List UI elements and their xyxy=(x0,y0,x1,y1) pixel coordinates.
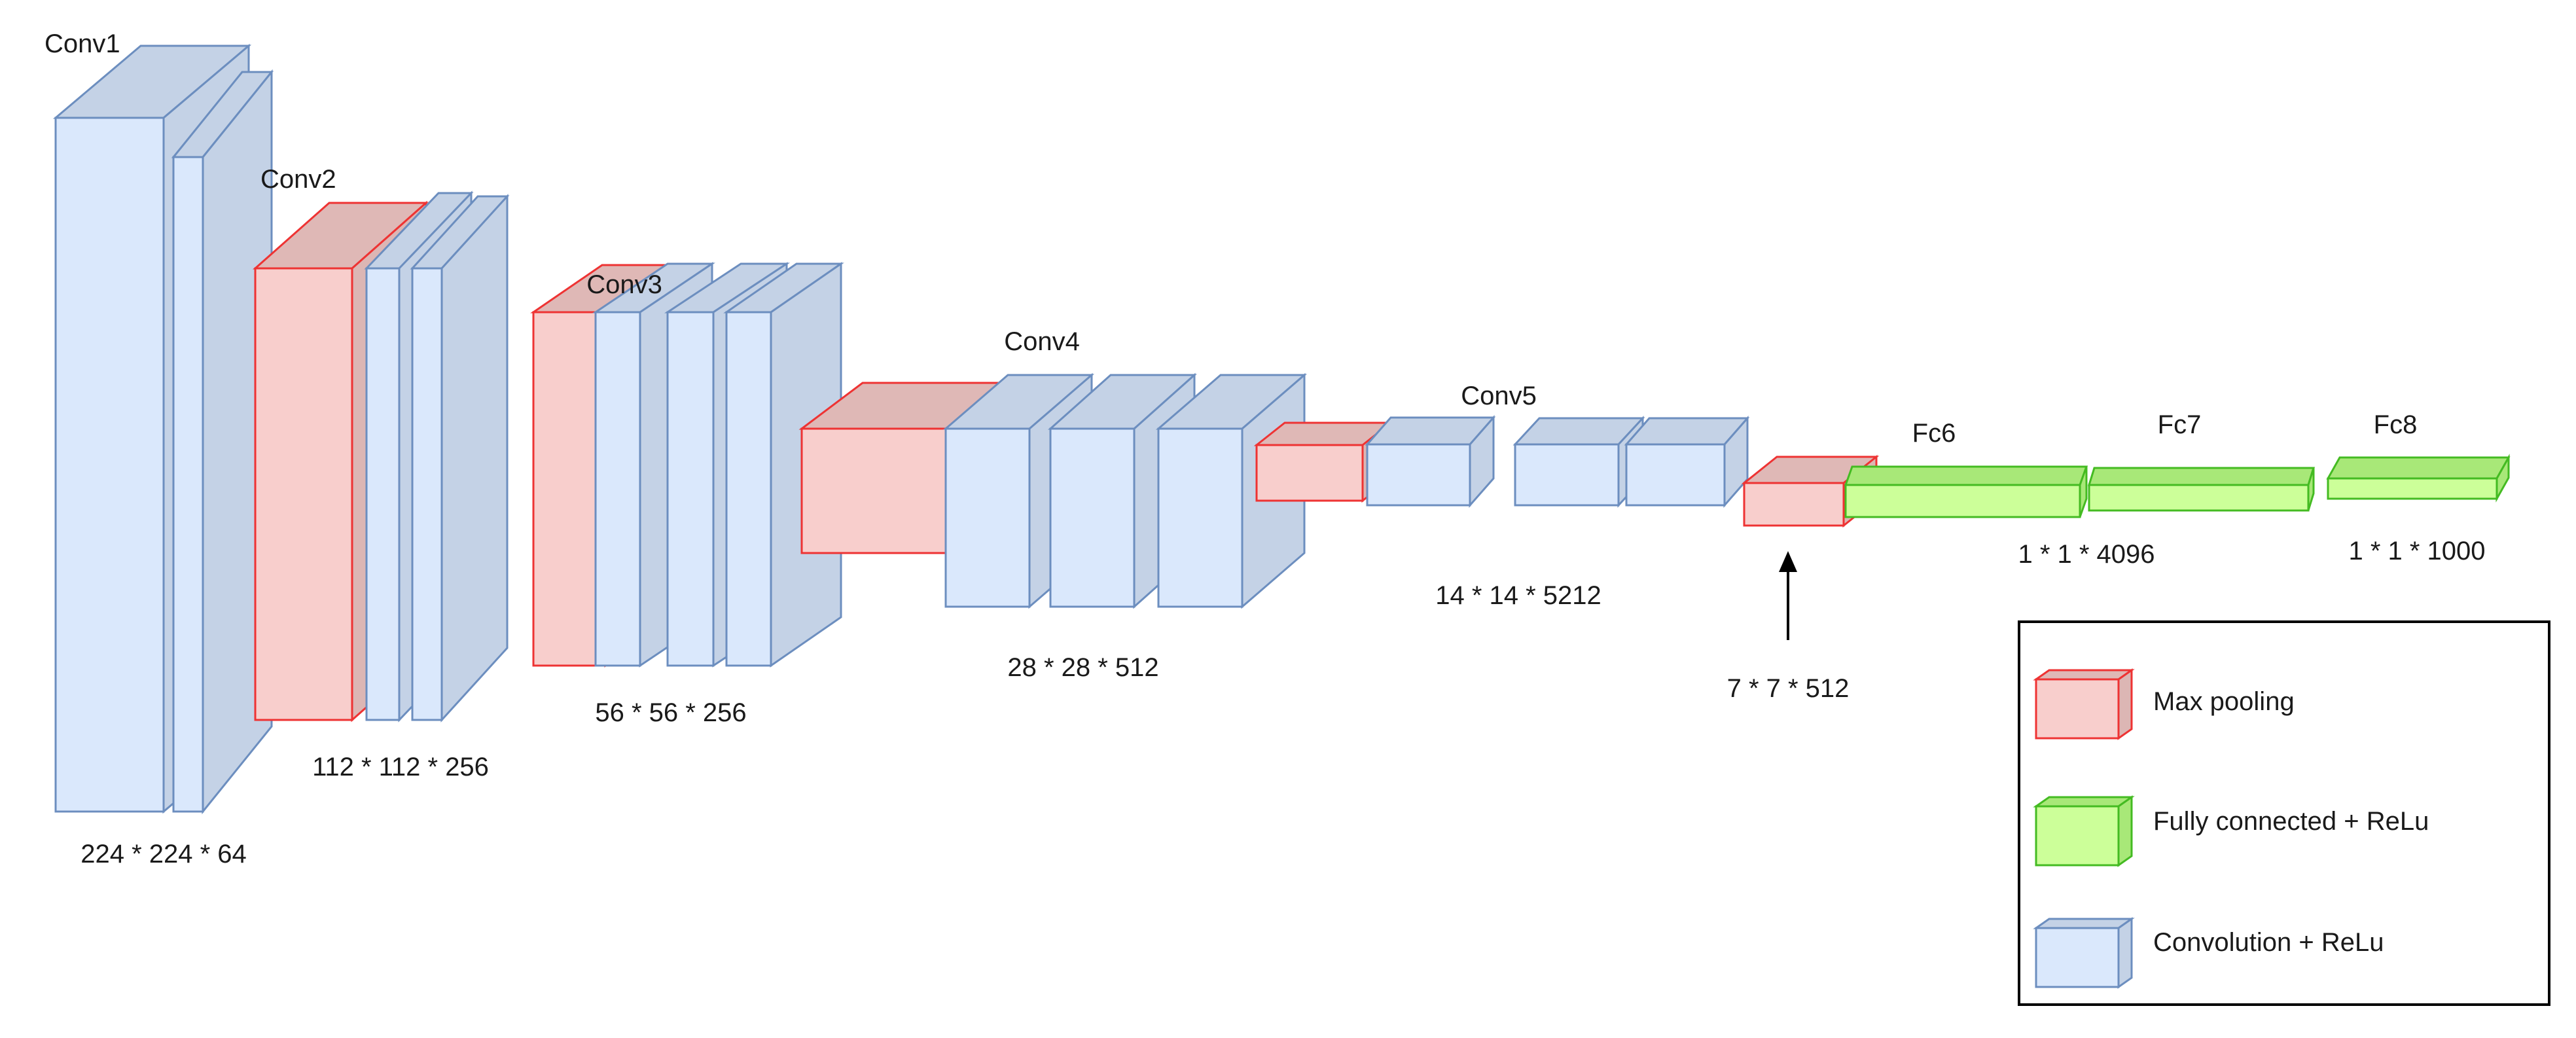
conv5-block-3-front-face xyxy=(1625,443,1726,507)
conv5-group: Conv5 14 * 14 * 5212 xyxy=(1253,382,1750,610)
legend-swatch-pool xyxy=(2033,668,2135,740)
conv4-title: Conv4 xyxy=(1004,327,1080,356)
legend-label-convolution: Convolution + ReLu xyxy=(2153,928,2384,957)
fc8-title: Fc8 xyxy=(2374,410,2418,439)
conv3-block-2-front-face xyxy=(666,311,715,667)
conv4-pool-block-front-face xyxy=(800,427,947,554)
pool5-block-front-face xyxy=(1743,482,1845,527)
conv4-block-1-front-face xyxy=(944,427,1031,608)
legend-swatch-conv-front-face xyxy=(2035,927,2120,988)
legend-border xyxy=(2018,620,2550,1006)
conv5-title: Conv5 xyxy=(1461,382,1537,410)
conv5-size: 14 * 14 * 5212 xyxy=(1435,581,1601,610)
conv5-block-1 xyxy=(1365,415,1496,508)
conv1-block-2-front-face xyxy=(172,156,204,813)
conv4-group: Conv4 28 * 28 * 512 xyxy=(798,327,1308,682)
conv1-group: Conv1 224 * 224 * 64 xyxy=(45,29,274,868)
conv3-size: 56 * 56 * 256 xyxy=(595,698,746,727)
legend-label-fully-connected: Fully connected + ReLu xyxy=(2153,807,2429,836)
conv5-block-2 xyxy=(1512,416,1645,508)
conv2-group: Conv2 112 * 112 * 256 xyxy=(253,165,510,781)
fc7-block-top-face xyxy=(2087,467,2316,486)
fc7-block-front-face xyxy=(2088,484,2310,512)
legend-item-max-pooling: Max pooling xyxy=(2033,668,2295,740)
pool5-group: 7 * 7 * 512 xyxy=(1727,454,1880,703)
fc6-block xyxy=(1844,465,2088,518)
legend-swatch-fc-front-face xyxy=(2035,805,2120,867)
conv2-title: Conv2 xyxy=(260,165,336,194)
legend-item-convolution: Convolution + ReLu xyxy=(2033,917,2384,989)
conv5-block-1-front-face xyxy=(1366,443,1471,507)
conv4-block-3 xyxy=(1155,372,1308,609)
fc8-block-front-face xyxy=(2327,477,2498,500)
pool5-arrow-head xyxy=(1779,551,1797,572)
conv4-block-2-front-face xyxy=(1049,427,1136,608)
conv2-size: 112 * 112 * 256 xyxy=(312,753,489,781)
legend-swatch-pool-top-face xyxy=(2033,669,2135,681)
fc6-block-front-face xyxy=(1844,484,2081,518)
legend-swatch-fc xyxy=(2033,795,2135,867)
fc8-size: 1 * 1 * 1000 xyxy=(2348,537,2485,565)
fc8-block xyxy=(2326,454,2511,503)
legend-swatch-conv xyxy=(2033,917,2135,989)
conv2-block-2 xyxy=(410,194,510,723)
legend-item-fully-connected: Fully connected + ReLu xyxy=(2033,795,2429,867)
conv4-block-3-front-face xyxy=(1157,427,1243,608)
conv2-block-2-front-face xyxy=(411,267,443,721)
conv1-title: Conv1 xyxy=(45,29,120,58)
legend-swatch-conv-side-face xyxy=(2117,917,2133,989)
conv3-title: Conv3 xyxy=(586,270,662,299)
conv2-block-1-front-face xyxy=(365,267,401,721)
fc7-block xyxy=(2087,467,2316,512)
conv4-size: 28 * 28 * 512 xyxy=(1007,653,1158,682)
conv5-block-3 xyxy=(1624,416,1750,508)
conv2-pool-block-front-face xyxy=(254,267,353,721)
conv1-block-1-front-face xyxy=(54,116,165,813)
legend-swatch-conv-top-face xyxy=(2033,918,2135,929)
legend-swatch-fc-top-face xyxy=(2033,796,2135,808)
pool5-size: 7 * 7 * 512 xyxy=(1727,674,1850,703)
fc-group: Fc6 Fc7 Fc8 1 * 1 * 4096 1 * 1 * 1000 xyxy=(1844,410,2511,569)
legend-swatch-fc-side-face xyxy=(2117,795,2133,867)
legend-label-max-pooling: Max pooling xyxy=(2153,687,2295,716)
conv3-block-1-front-face xyxy=(594,311,641,667)
legend-swatch-pool-front-face xyxy=(2035,678,2120,740)
conv2-block-2-side-face xyxy=(440,194,509,723)
conv5-pool-block-front-face xyxy=(1255,444,1364,502)
conv5-block-2-front-face xyxy=(1514,443,1620,507)
fc7-title: Fc7 xyxy=(2158,410,2202,439)
legend: Max pooling Fully connected + ReLu Convo… xyxy=(2018,620,2550,1006)
conv3-group: Conv3 56 * 56 * 256 xyxy=(530,262,844,727)
fc8-block-top-face xyxy=(2326,456,2511,480)
legend-swatch-pool-side-face xyxy=(2117,668,2133,740)
fc6-title: Fc6 xyxy=(1912,419,1956,448)
fc6-block-top-face xyxy=(1844,465,2088,486)
conv1-size: 224 * 224 * 64 xyxy=(80,840,247,868)
conv3-block-3-front-face xyxy=(725,311,772,667)
fc7-size: 1 * 1 * 4096 xyxy=(2018,540,2155,569)
